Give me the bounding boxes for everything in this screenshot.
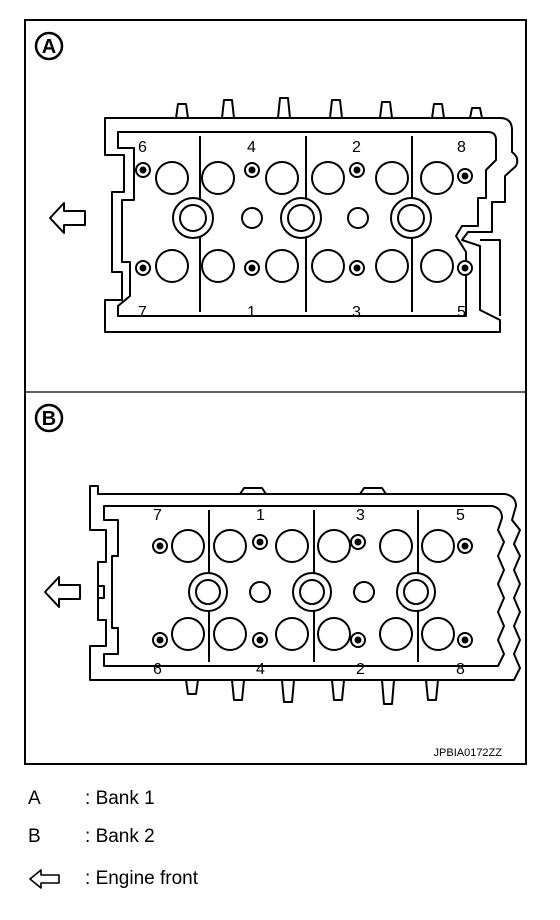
bolt-number: 4 [256,661,265,678]
bolt-number: 5 [456,507,465,524]
bolt-number: 1 [256,507,265,524]
spark-plug-bores-bank-1 [172,197,432,239]
bolt-number: 3 [352,304,361,321]
bolt-number: 8 [456,661,465,678]
bolt-number: 6 [138,139,147,156]
bolt-number: 3 [356,507,365,524]
panel-b-badge: B [34,403,64,433]
legend-key: A [28,788,41,809]
bolt-number: 2 [352,139,361,156]
valve-circles-bank-1 [155,161,454,283]
figure-code: JPBIA0172ZZ [434,747,503,759]
head-bolts-bank-1 [135,162,473,276]
bolt-number: 4 [247,139,256,156]
engine-front-arrow-icon [49,202,86,234]
spark-plug-bores-bank-2 [188,572,436,612]
legend-text: : Bank 1 [85,788,155,809]
bolt-number: 2 [356,661,365,678]
hollow-left-arrow-icon [28,868,68,896]
bolt-number: 5 [457,304,466,321]
legend-text: : Engine front [85,868,199,889]
cylinder-head-bolt-diagram: A B [24,19,527,765]
head-bolts-bank-2 [152,534,473,648]
engine-front-arrow-icon [44,576,81,608]
bolt-number: 1 [247,304,256,321]
panel-a-badge: A [34,31,64,61]
legend-text: : Bank 2 [85,826,155,847]
bolt-number: 7 [138,304,147,321]
bolt-number: 8 [457,139,466,156]
bolt-number: 6 [153,661,162,678]
panel-b-label: B [42,408,56,430]
panel-a-label: A [42,36,56,58]
legend-key: B [28,826,41,847]
valve-circles-bank-2 [171,529,455,651]
bolt-number: 7 [153,507,162,524]
